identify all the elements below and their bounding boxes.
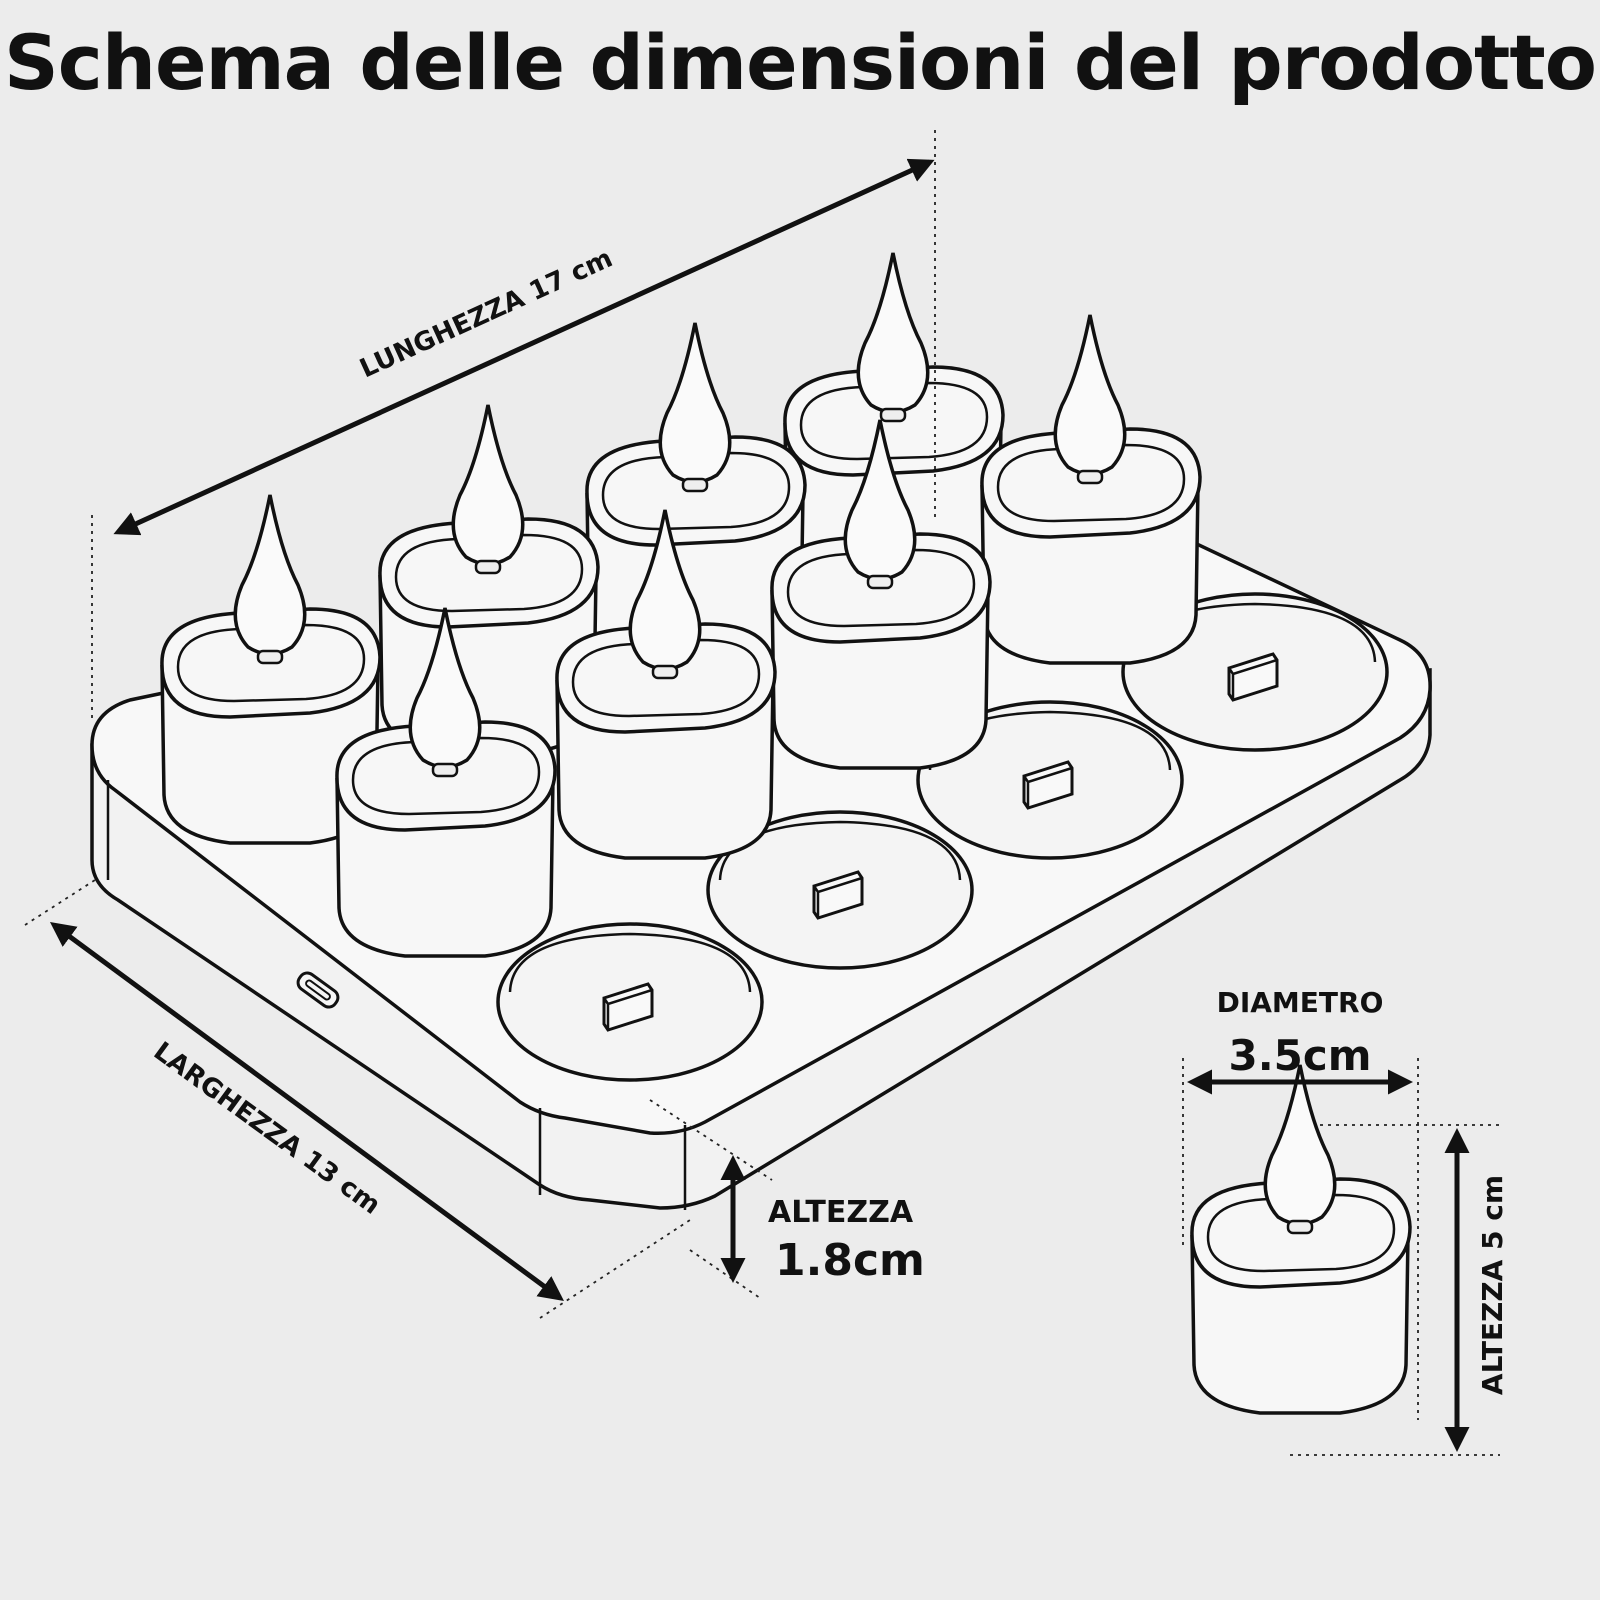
width-label: LARGHEZZA 13 cm <box>148 1036 386 1220</box>
page-title: Schema delle dimensioni del prodotto <box>4 18 1597 107</box>
charging-slot <box>496 922 764 1082</box>
single-candle-dimensions: DIAMETRO 3.5cm ALTEZZA 5 cm <box>1182 986 1509 1456</box>
diameter-value: 3.5cm <box>1228 1031 1371 1080</box>
diameter-label: DIAMETRO <box>1217 986 1384 1019</box>
tray-height-value: 1.8cm <box>775 1235 925 1286</box>
candle-height-label: ALTEZZA 5 cm <box>1476 1175 1509 1395</box>
tray-height-dimension: ALTEZZA 1.8cm <box>649 1099 925 1299</box>
tray-height-label: ALTEZZA <box>768 1195 914 1230</box>
tealight-candle <box>980 313 1202 665</box>
tealight-candle-single <box>1190 1063 1412 1415</box>
